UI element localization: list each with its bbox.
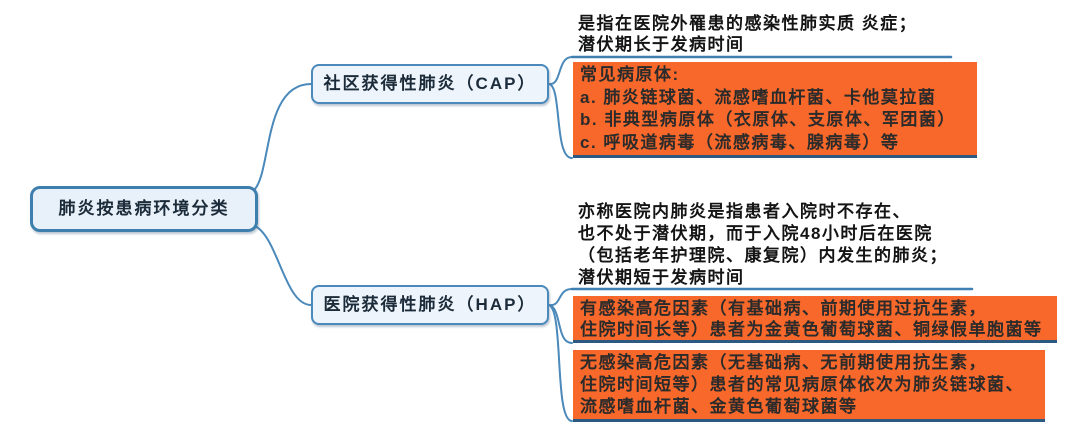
connector-hap-to-description	[548, 288, 573, 307]
connector-root-to-cap	[252, 83, 312, 192]
text-line: 是指在医院外罹患的感染性肺实质 炎症；	[578, 14, 918, 33]
text-line: a. 肺炎链球菌、流感嗜血杆菌、卡他莫拉菌	[580, 87, 937, 107]
root-topic-pneumonia-classification[interactable]: 肺炎按患病环境分类	[30, 186, 258, 232]
text-line: 无感染高危因素（无基础病、无前期使用抗生素，	[580, 353, 987, 372]
topic-cap-common-pathogens[interactable]: 常见病原体: a. 肺炎链球菌、流感嗜血杆菌、卡他莫拉菌 b. 非典型病原体（衣…	[573, 62, 977, 158]
text-line: 住院时间短等）患者的常见病原体依次为肺炎链球菌、	[580, 375, 1024, 394]
text-line: b. 非典型病原体（衣原体、支原体、军团菌）	[580, 110, 956, 129]
connector-cap-to-description	[548, 56, 573, 85]
text-line: 亦称医院内肺炎是指患者入院时不存在、	[578, 202, 911, 221]
topic-hap-highrisk-pathogens[interactable]: 有感染高危因素（有基础病、前期使用过抗生素， 住院时间长等）患者为金黄色葡萄球菌…	[573, 296, 1057, 343]
topic-hap[interactable]: 医院获得性肺炎（HAP）	[311, 285, 549, 325]
text-line: c. 呼吸道病毒（流感病毒、腺病毒）等	[580, 132, 900, 152]
text-line: 有感染高危因素（有基础病、前期使用过抗生素，	[580, 299, 987, 318]
connector-root-to-hap	[252, 224, 312, 306]
text-line: 常见病原体:	[580, 65, 680, 84]
text-line: 潜伏期长于发病时间	[578, 35, 745, 54]
topic-cap-description[interactable]: 是指在医院外罹患的感染性肺实质 炎症； 潜伏期长于发病时间	[578, 13, 978, 55]
text-line: 潜伏期短于发病时间	[578, 268, 745, 287]
text-line: 也不处于潜伏期，而于入院48小时后在医院	[578, 224, 933, 243]
text-line: 流感嗜血杆菌、金黄色葡萄球菌等	[580, 397, 858, 416]
topic-hap-description[interactable]: 亦称医院内肺炎是指患者入院时不存在、 也不处于潜伏期，而于入院48小时后在医院 …	[578, 201, 998, 289]
connector-hap-to-norisk-box	[548, 304, 573, 422]
text-line: （包括老年护理院、康复院）内发生的肺炎；	[578, 246, 948, 265]
connector-cap-to-pathogens	[548, 83, 573, 159]
topic-hap-norisk-pathogens[interactable]: 无感染高危因素（无基础病、无前期使用抗生素， 住院时间短等）患者的常见病原体依次…	[573, 350, 1045, 422]
text-line: 住院时间长等）患者为金黄色葡萄球菌、铜绿假单胞菌等	[580, 320, 1043, 339]
topic-cap[interactable]: 社区获得性肺炎（CAP）	[311, 64, 549, 104]
